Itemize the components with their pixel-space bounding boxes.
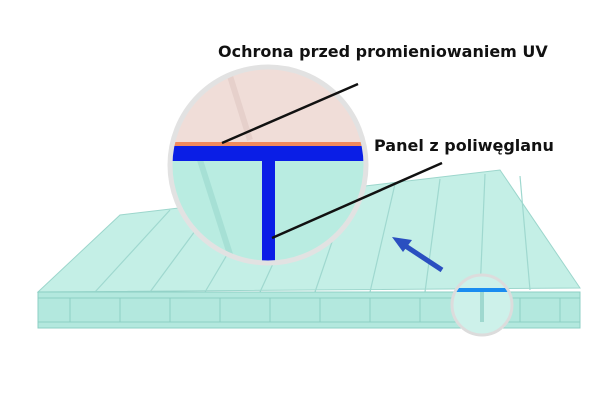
- panel-top-wall: [170, 146, 366, 161]
- panel-label: Panel z poliwęglanu: [374, 136, 554, 155]
- uv-leader-line: [221, 82, 359, 145]
- panel-leader-line: [271, 161, 443, 240]
- panel-rib: [262, 160, 275, 263]
- small-magnifier: [450, 273, 514, 337]
- pointer-arrow: [392, 237, 444, 273]
- uv-protection-label: Ochrona przed promieniowaniem UV: [218, 42, 548, 61]
- uv-layer: [170, 142, 366, 146]
